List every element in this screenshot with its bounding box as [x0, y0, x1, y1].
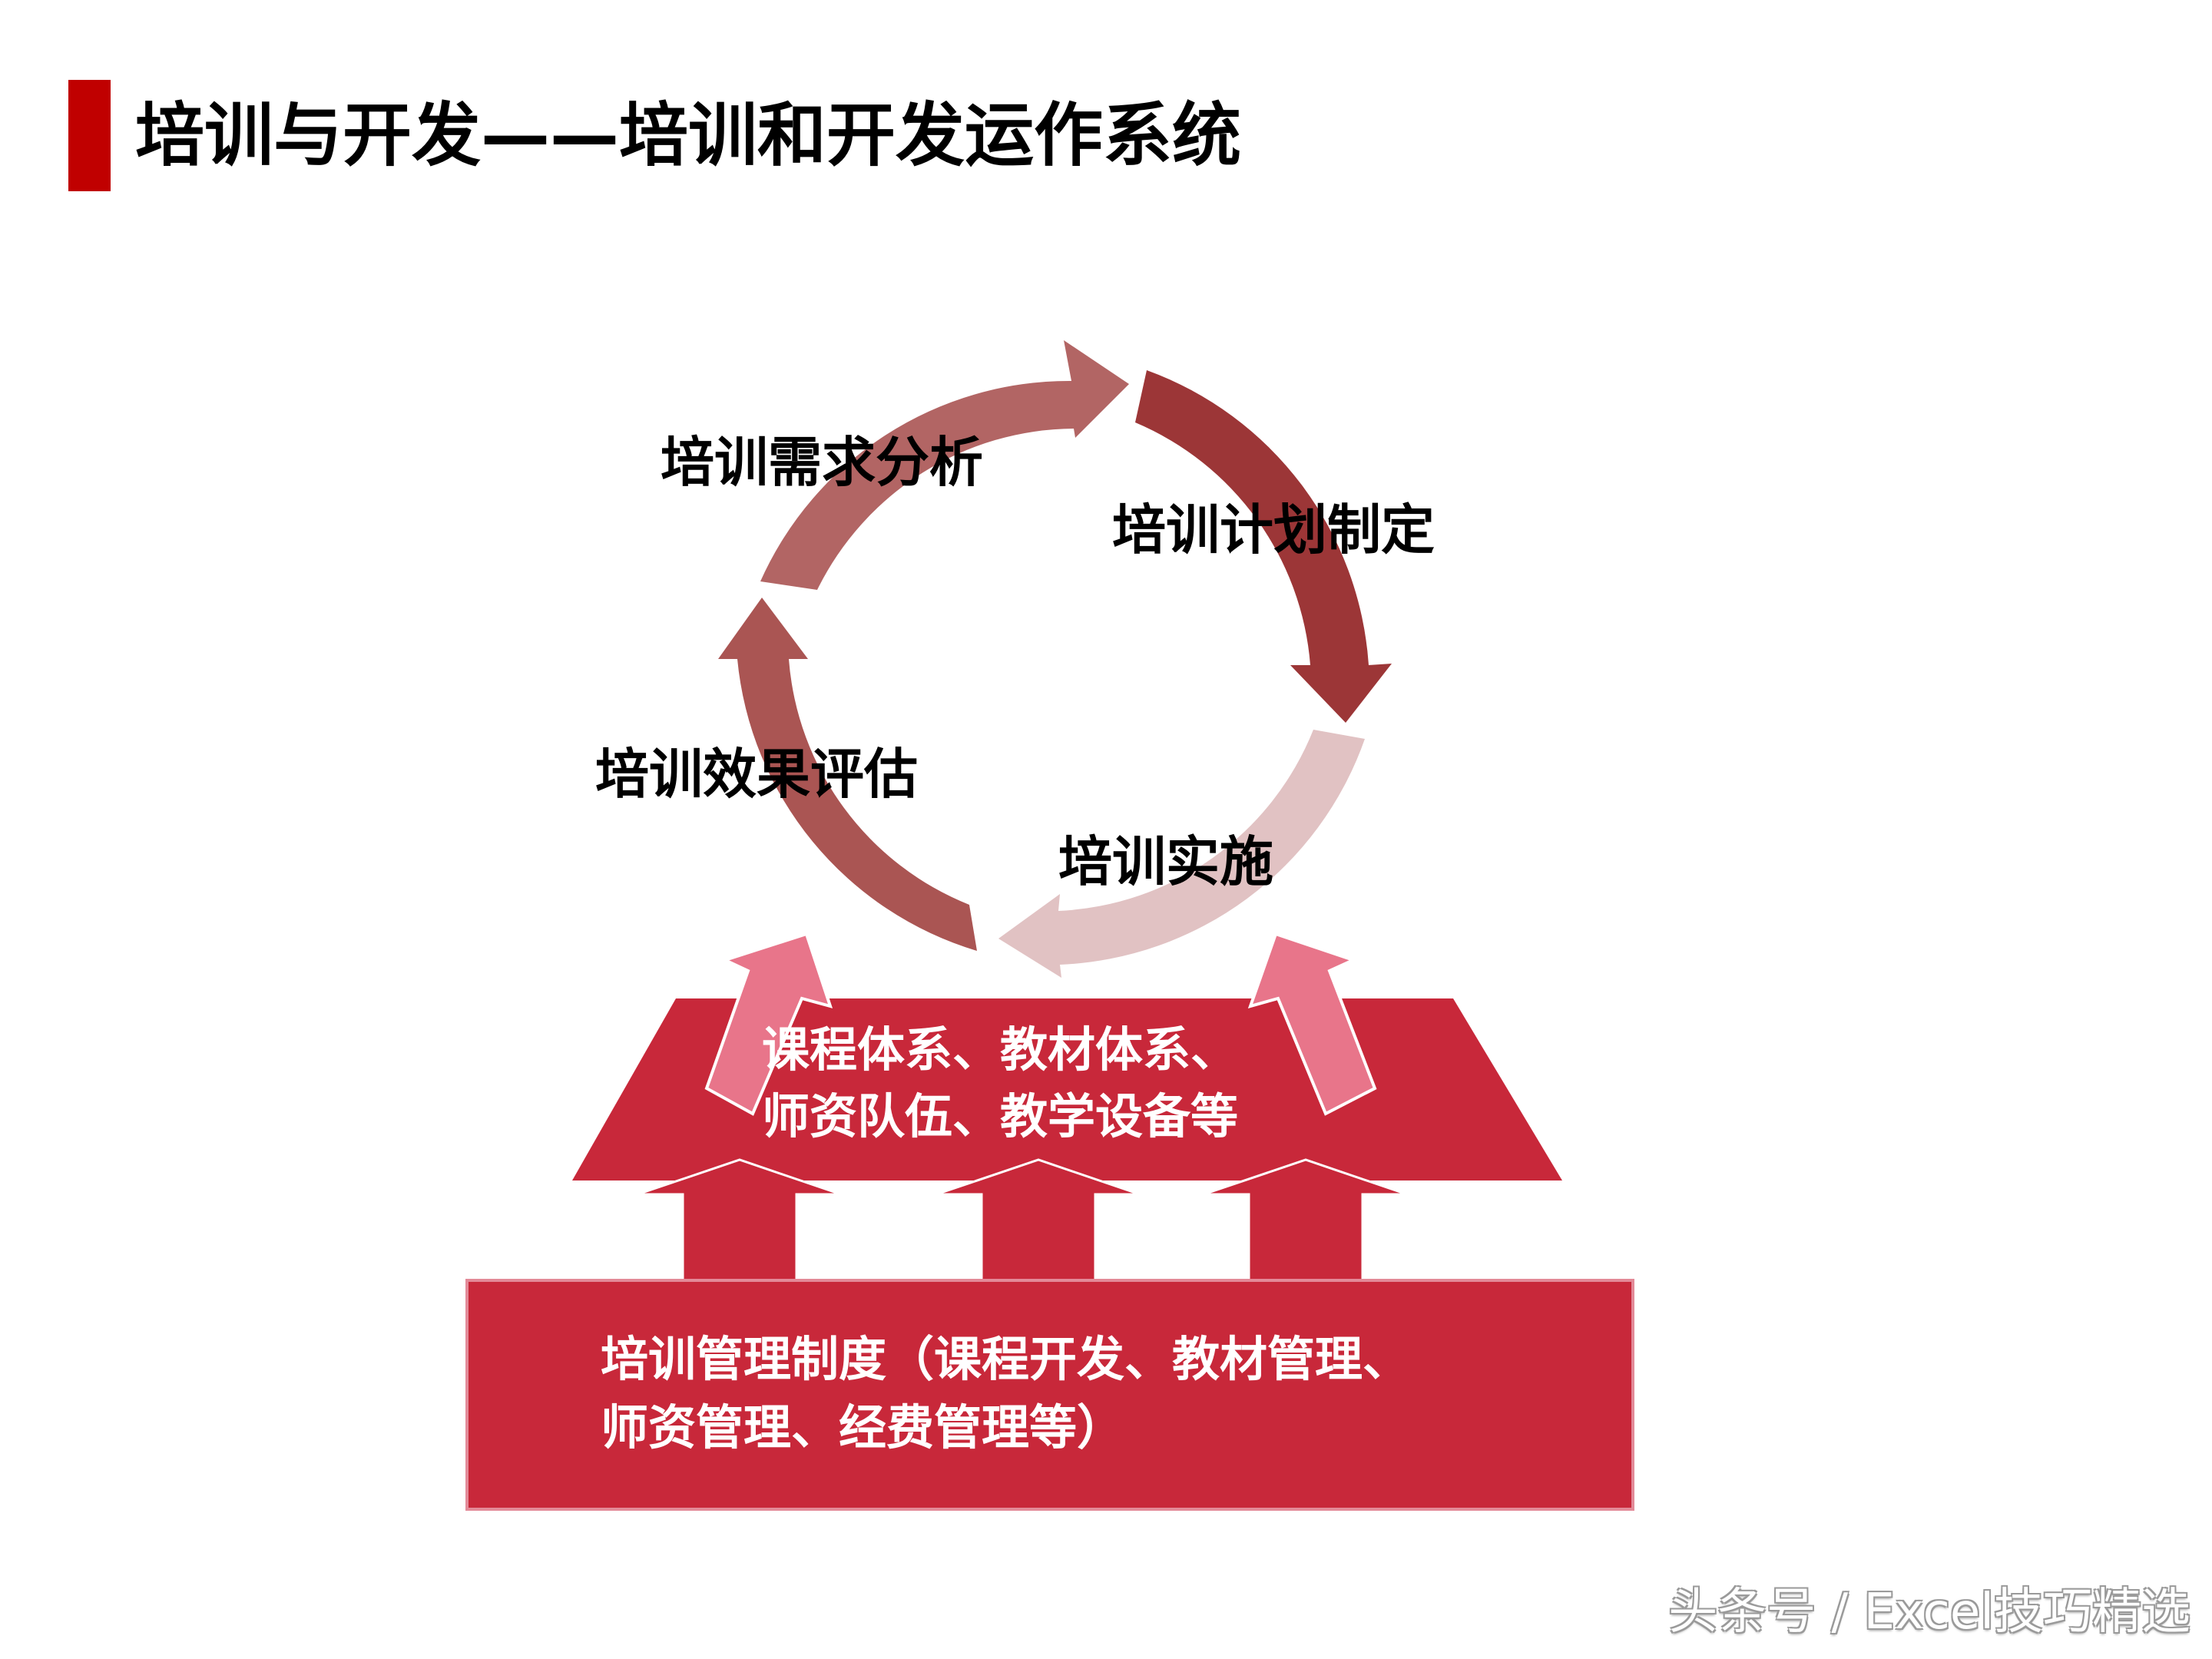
cycle-arrow-needs-analysis: [760, 340, 1129, 590]
base-text-line2: 师资管理、经费管理等）: [601, 1399, 1125, 1455]
cycle-label-evaluation: 培训效果评估: [595, 742, 918, 806]
cycle-diagram: [718, 340, 1392, 978]
cycle-label-needs-analysis: 培训需求分析: [661, 430, 983, 494]
platform-text-line1: 课程体系、教材体系、: [762, 1022, 1239, 1078]
right-pink-arrow: [1247, 932, 1377, 1116]
up-arrows: [637, 1158, 1408, 1303]
title-accent-bar: [68, 80, 111, 191]
base-text-line1: 培训管理制度（课程开发、教材管理、: [601, 1331, 1411, 1387]
management-system-base: [465, 1279, 1634, 1511]
cycle-arrow-evaluation: [718, 598, 977, 951]
platform-text-line2: 师资队伍、教学设备等: [762, 1088, 1239, 1144]
left-pink-arrow: [704, 932, 833, 1116]
cycle-arrow-implementation: [998, 730, 1365, 978]
cycle-label-implementation: 培训实施: [1058, 830, 1273, 893]
watermark: 头条号 / Excel技巧精选: [1668, 1584, 2190, 1641]
cycle-arrow-plan-making: [1135, 370, 1392, 723]
page-title: 培训与开发——培训和开发运作系统: [135, 95, 1241, 176]
cycle-label-plan-making: 培训计划制定: [1112, 498, 1435, 561]
